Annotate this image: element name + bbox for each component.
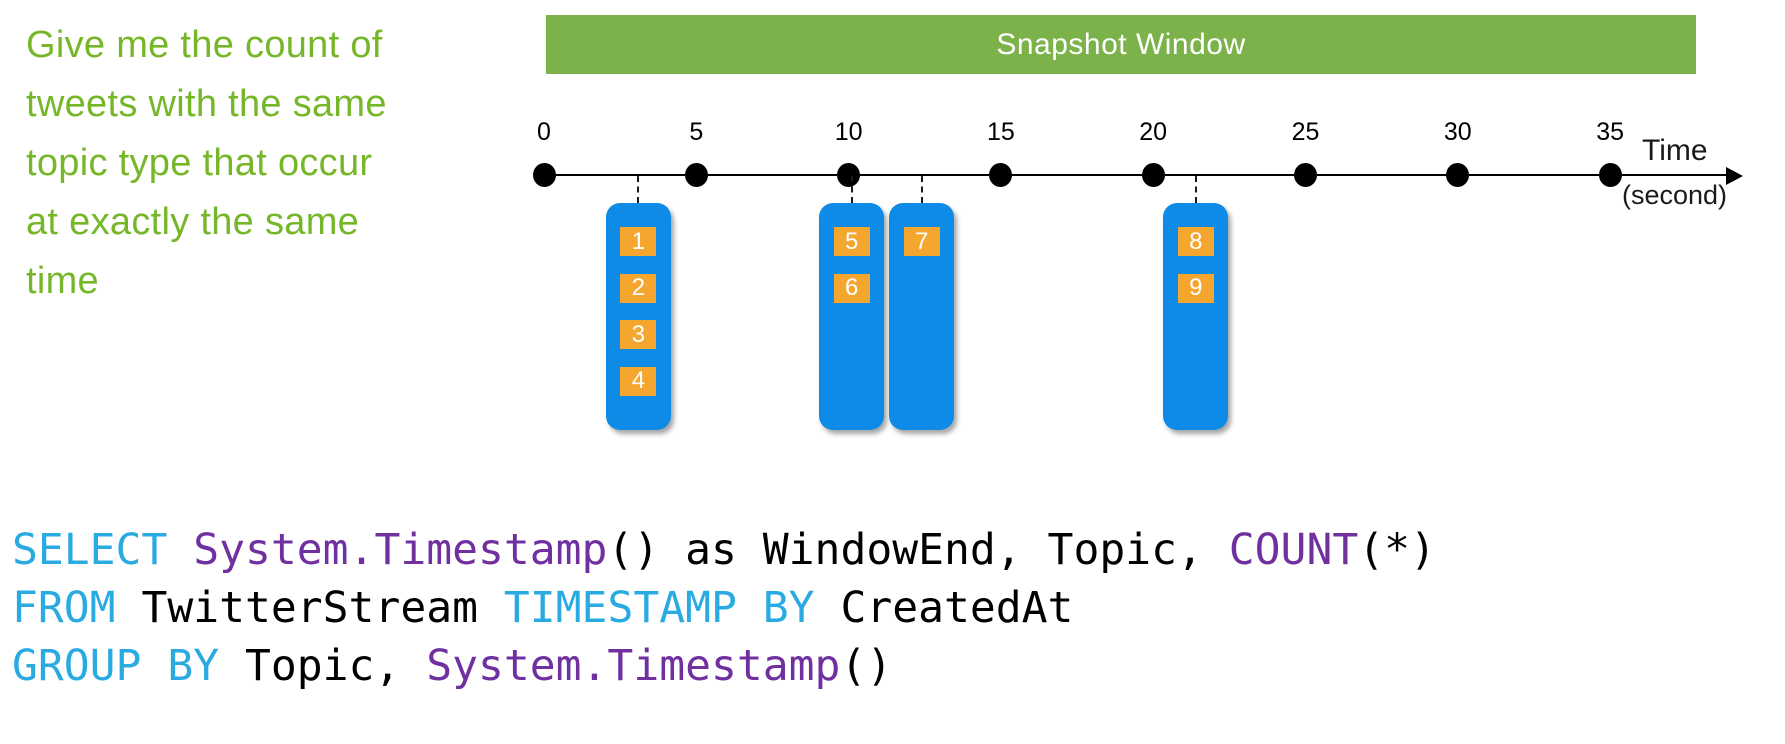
event-3: 3: [620, 320, 657, 349]
group-dash-line: [850, 176, 853, 203]
code-line-3: GROUP BY Topic, System.Timestamp(): [12, 637, 1436, 695]
code-line-1: SELECT System.Timestamp() as WindowEnd, …: [12, 521, 1436, 579]
tick-dot-15: [989, 163, 1013, 187]
code-token-plain: [167, 525, 193, 575]
group-dash-line: [1194, 176, 1197, 203]
code-token-plain: (*): [1358, 525, 1436, 575]
event-1: 1: [620, 227, 657, 256]
time-axis-unit-label: (second): [1622, 180, 1728, 210]
group-dash-line: [637, 176, 640, 203]
tick-dot-20: [1141, 163, 1165, 187]
code-token-fn: System.Timestamp: [193, 525, 608, 575]
code-token-kw: GROUP BY: [12, 641, 220, 691]
prompt-line: Give me the count of: [26, 24, 383, 66]
event-7: 7: [903, 227, 940, 256]
event-4: 4: [620, 366, 657, 396]
event-8: 8: [1177, 227, 1214, 256]
prompt-line: topic type that occur: [26, 142, 373, 184]
sql-code-block: SELECT System.Timestamp() as WindowEnd, …: [12, 521, 1436, 695]
axis-arrow-icon: [1726, 167, 1743, 185]
code-token-plain: (): [840, 641, 893, 691]
tick-dot-0: [532, 163, 556, 187]
tick-dot-10: [837, 163, 861, 187]
tick-label-0: 0: [537, 118, 551, 146]
tick-dot-35: [1598, 163, 1622, 187]
group-dash-line: [920, 176, 923, 203]
prompt-line: time: [26, 260, 99, 302]
event-group-3: 7: [889, 203, 955, 430]
time-axis-label: Time: [1642, 134, 1708, 167]
code-token-fn: System.Timestamp: [426, 641, 841, 691]
code-token-kw: SELECT: [12, 525, 168, 575]
tick-label-25: 25: [1291, 118, 1320, 146]
prompt-line: at exactly the same: [26, 201, 360, 243]
code-token-kw: FROM: [12, 583, 116, 633]
timeline-axis: [535, 174, 1731, 176]
tick-dot-5: [684, 163, 708, 187]
event-5: 5: [833, 227, 870, 256]
code-token-plain: Topic,: [219, 641, 427, 691]
code-line-2: FROM TwitterStream TIMESTAMP BY CreatedA…: [12, 579, 1436, 637]
code-token-kw: TIMESTAMP BY: [503, 583, 815, 633]
code-token-fn: COUNT: [1228, 525, 1359, 575]
code-token-plain: TwitterStream: [115, 583, 504, 633]
code-token-plain: CreatedAt: [814, 583, 1074, 633]
event-9: 9: [1177, 273, 1214, 303]
prompt-text: Give me the count of tweets with the same…: [26, 16, 496, 311]
event-2: 2: [620, 273, 657, 303]
tick-label-30: 30: [1443, 118, 1472, 146]
event-6: 6: [833, 273, 870, 303]
prompt-line: tweets with the same: [26, 83, 387, 125]
tick-label-10: 10: [834, 118, 863, 146]
event-group-1: 1 2 3 4: [605, 203, 671, 430]
tick-label-35: 35: [1596, 118, 1624, 146]
tick-label-20: 20: [1139, 118, 1168, 146]
tick-dot-25: [1294, 163, 1317, 187]
tick-dot-30: [1446, 163, 1470, 187]
snapshot-window-banner: Snapshot Window: [546, 15, 1696, 74]
tick-label-5: 5: [689, 118, 704, 146]
code-token-plain: () as WindowEnd, Topic,: [607, 525, 1229, 575]
tick-label-15: 15: [986, 118, 1015, 146]
snapshot-window-label: Snapshot Window: [996, 27, 1246, 61]
